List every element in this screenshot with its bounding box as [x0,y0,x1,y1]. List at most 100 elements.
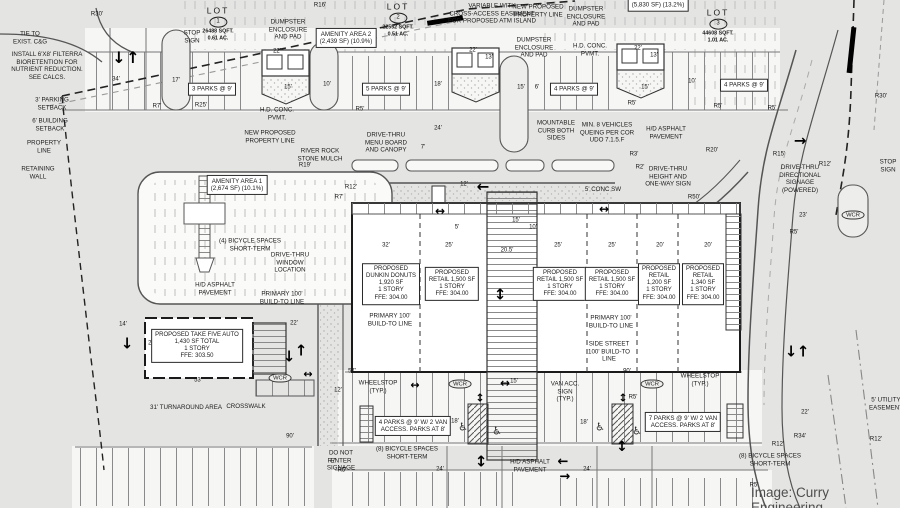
plan-label: (8) BICYCLE SPACES SHORT-TERM [738,452,802,467]
direction-arrow-icon: ↓ [112,48,126,67]
direction-arrow-icon: → [559,469,571,485]
dimension-label: 10' [688,78,696,85]
lot-area: 26488 SQFT. [202,28,234,35]
direction-arrow-icon: ↔ [434,204,446,218]
dimension-label: 57' [348,368,356,375]
dimension-label: R5' [713,103,723,110]
dimension-label: R2' [635,164,645,171]
dimension-label: 15' [517,84,525,91]
dimension-label: 22' [634,45,642,52]
lot-number-oval: 1 [209,16,227,28]
dimension-label: R16' [313,2,327,9]
lot-acreage: 1.01 AC. [707,37,729,44]
dimension-label: R7' [152,103,162,110]
plan-label: H/D ASPHALT PAVEMENT [646,125,686,140]
ped-crossing-hatch [467,403,489,445]
lot-number-oval: 3 [709,18,727,30]
image-credit: Image: Curry Engineering [751,485,830,508]
corner-road [0,7,133,63]
plan-label: VARIABLE WITH CROSS-ACCESS EASEMENT FOR … [448,2,536,25]
dimension-label: R50' [687,194,701,201]
plan-label: STOP SIGN [183,29,201,44]
dimension-label: R12' [869,436,883,443]
direction-arrow-icon: → [793,131,807,150]
dimension-label: R5' [355,106,365,113]
dimension-label: 25' [554,242,562,249]
dimension-label: 17' [172,77,180,84]
dimension-label: 13' [650,52,658,59]
direction-arrow-icon: ↔ [598,202,610,216]
building-unit-label: PROPOSED RETAIL 1,340 SF 1 STORY FFE: 30… [681,263,725,305]
plan-label: WHEELSTOP (TYP.) [680,372,720,387]
dimension-label: 25' [608,242,616,249]
bike-rack [726,403,744,439]
dimension-label: R30' [90,11,104,18]
direction-arrow-icon: ← [557,454,569,470]
direction-arrow-icon: ↑ [294,341,308,360]
plan-label: (8) BICYCLE SPACES SHORT-TERM [375,445,439,460]
plan-label: DRIVE-THRU WINDOW LOCATION [270,251,310,274]
plan-label: H.D. CONC. PVMT. [259,106,295,121]
accessible-parking-icon: ♿ [458,420,468,434]
dimension-label: 6' [534,84,540,91]
lot-title: LOT [386,1,410,12]
dimension-label: 22' [801,409,809,416]
plan-label: DRIVE-THRU HEIGHT AND ONE-WAY SIGN [645,165,691,188]
dimension-label: 15' [641,84,649,91]
lot-title: LOT [206,5,230,16]
lot-area: 44608 SQFT. [702,30,734,37]
accessible-parking-icon: ♿ [595,420,605,434]
dimension-label: 24' [434,125,442,132]
lot-number-oval: 2 [389,12,407,24]
callout-box: 4 PARKS @ 9' W/ 2 VAN ACCESS. PARKS AT 8… [374,415,452,437]
dimension-label: 25' [445,242,453,249]
dimension-label: 15' [512,217,520,224]
dimension-label: 12' [460,181,468,188]
plan-label: DRIVE-THRU MENU BOARD AND CANOPY [365,131,407,154]
callout-box: 7 PARKS @ 9' W/ 2 VAN ACCESS. PARKS AT 8… [644,411,722,433]
dimension-label: 18' [434,81,442,88]
plan-label: H/D ASPHALT PAVEMENT [510,458,550,473]
plan-label: INSTALL 6'X8' FILTERRA BIORETENTION FOR … [11,50,83,81]
building-unit-label: PROPOSED RETAIL 1,200 SF 1 STORY FFE: 30… [637,263,681,305]
dumpster-enclosure [261,49,310,105]
dimension-label: R3' [629,151,639,158]
bike-rack [359,405,374,443]
building-unit-label: PROPOSED RETAIL 1,500 SF 1 STORY FFE: 30… [424,266,480,302]
building-unit-label: PROPOSED TAKE FIVE AUTO 1,430 SF TOTAL 1… [151,328,243,364]
dimension-label: 15' [284,84,292,91]
direction-arrow-icon: ↓ [282,347,296,366]
accessible-parking-icon: ♿ [632,424,642,438]
callout-box: 3 PARKS @ 9' [187,82,237,96]
stop-bar [426,15,464,26]
direction-arrow-icon: ↔ [410,378,420,392]
direction-arrow-icon: ↕ [475,391,485,405]
dimension-label: 20' [656,242,664,249]
building-stair-strip [725,213,742,331]
dimension-label: R12' [344,184,358,191]
plan-label: MIN. 8 VEHICLES QUEING PER COR UDO 7.1.5… [579,121,635,144]
dimension-label: 10' [323,81,331,88]
building-unit-label: PROPOSED DUNKIN DONUTS 1,920 SF 1 STORY … [361,263,421,305]
dimension-label: 22' [469,47,477,54]
dimension-label: 10' [529,224,537,231]
dimension-label: 53' [194,377,202,384]
direction-arrow-icon: ↕ [616,439,628,455]
dimension-label: R12' [771,441,785,448]
plan-label: RETAINING WALL [21,165,55,180]
ped-crossing-hatch [611,403,634,445]
dimension-label: 5' [454,224,460,231]
lot-acreage: 0.61 AC. [207,35,229,42]
plan-label: NEW PROPOSED PROPERTY LINE [512,3,564,18]
direction-arrow-icon: ↔ [303,367,313,381]
callout-box: 4 PARKS @ 9' [549,82,599,96]
wcr-marker: WCR [448,379,472,389]
plan-label: DUMPSTER ENCLOSURE AND PAD [268,18,308,41]
callout-box: 4 PARKS @ 9' [719,78,769,92]
dimension-label: R5' [337,467,347,474]
dimension-label: R12' [818,161,832,168]
wcr-marker: WCR [841,210,865,220]
dimension-label: 14' [119,321,127,328]
